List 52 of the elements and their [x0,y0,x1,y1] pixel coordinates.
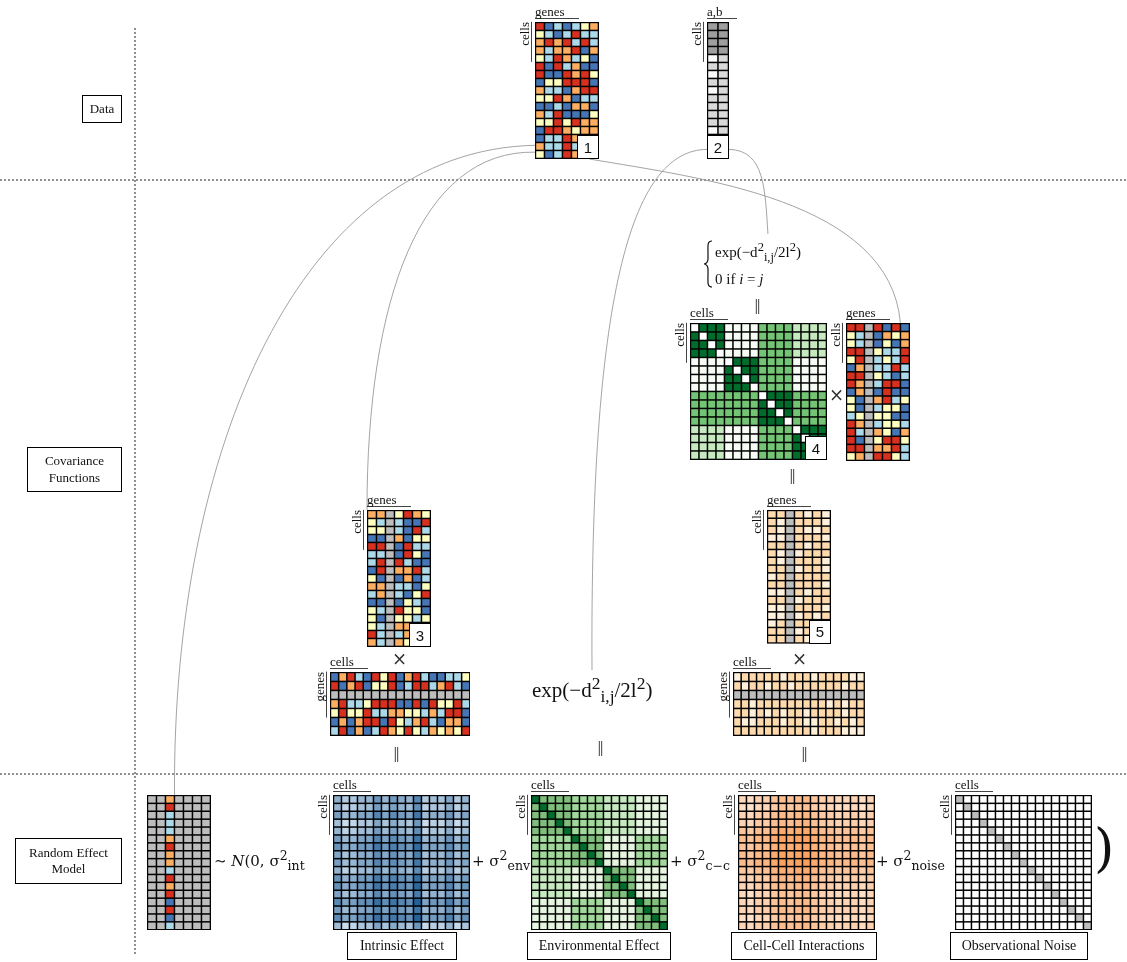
axis-label: cells [721,795,735,835]
axis-label: cells [690,22,704,62]
row-label-box: Covariance Functions [27,447,122,492]
formula-text: 0 if i = j [715,271,765,288]
axis-label: cells [690,306,728,320]
math-symbol: ‖ [754,298,761,312]
axis-label: cells [514,795,528,835]
axis-label: cells [829,323,843,363]
caption-box: Intrinsic Effect [347,932,457,960]
formula-text: exp(−d$^{2}$$_{i,j}$/2l$^{2}$) [532,672,653,708]
math-symbol: ‖ [789,468,796,482]
axis-label: cells [518,22,532,62]
connector-curve [366,151,536,511]
connector-curve [591,148,708,671]
axis-label: genes [716,672,730,718]
row-label-box: Data [82,95,122,123]
axis-label: cells [333,778,371,792]
caption-box: Environmental Effect [527,932,671,960]
matrix-number: 4 [805,436,827,460]
axis-label: genes [367,493,411,507]
axis-label: cells [938,795,952,835]
axis-label: genes [313,672,327,718]
axis-label: a,b [707,5,737,19]
axis-label: cells [531,778,569,792]
axis-label: cells [350,510,364,550]
axis-label: cells [673,323,687,363]
matrix-number: 5 [809,619,831,644]
formula-text: exp(−d$^{2}$$_{i,j}$/2l$^{2}$) [715,240,802,265]
math-symbol: × [792,650,808,668]
row-label-box: Random Effect Model [15,838,122,884]
axis-label: genes [535,5,579,19]
math-symbol: ) [1094,822,1115,874]
axis-label: genes [767,493,811,507]
axis-label: cells [330,655,368,669]
axis-label: cells [316,795,330,835]
axis-label: genes [846,306,890,320]
axis-label: cells [955,778,993,792]
connector-curve [174,144,536,796]
connector-curve [728,148,769,235]
math-symbol: ‖ [393,746,400,760]
math-symbol: ‖ [801,746,808,760]
matrix-number: 1 [577,135,599,159]
axis-label: cells [750,510,764,550]
caption-box: Observational Noise [950,932,1088,960]
math-symbol: × [829,386,845,404]
caption-box: Cell-Cell Interactions [731,932,877,960]
math-symbol: ‖ [597,740,604,754]
axis-label: cells [733,655,771,669]
math-symbol: × [392,650,408,668]
matrix-number: 3 [409,623,431,647]
axis-label: cells [738,778,776,792]
matrix-number: 2 [707,135,729,159]
